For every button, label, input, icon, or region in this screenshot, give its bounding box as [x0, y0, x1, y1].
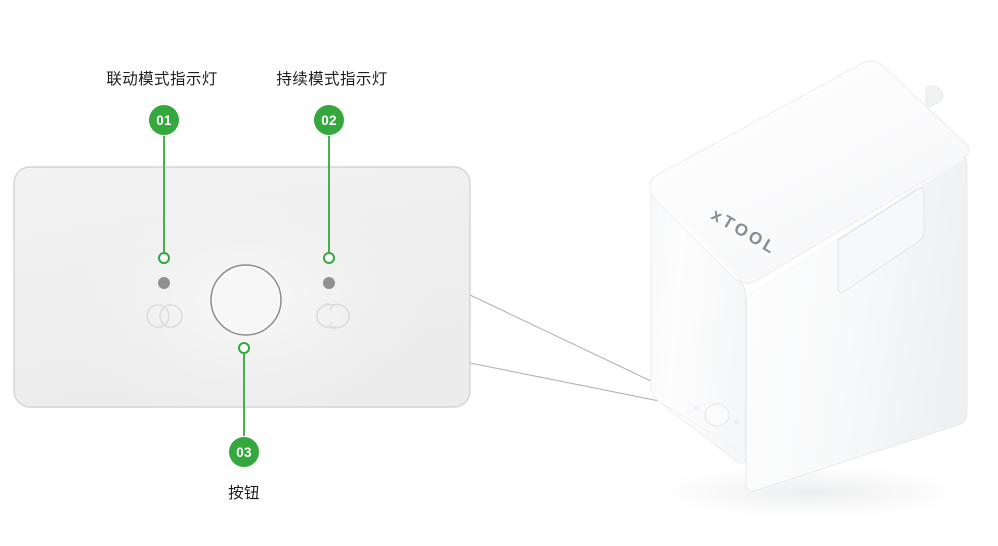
device-grip-recess [837, 187, 925, 293]
leader-endpoint-01 [158, 252, 170, 264]
device-grip-edge [837, 188, 919, 241]
device-lid-seam [650, 195, 741, 285]
device-top-nub [925, 85, 944, 110]
device-top-left-edge [650, 190, 739, 280]
callout-label-02: 持续模式指示灯 [276, 70, 388, 88]
loop-arrow-icon [316, 302, 350, 330]
device-led-right [734, 419, 740, 425]
xtool-device-photo: xTOOL [635, 60, 985, 522]
device-led-left [694, 405, 700, 411]
callout-label-03: 按钮 [228, 484, 260, 502]
panel-power-button[interactable] [210, 264, 282, 336]
control-panel-closeup [13, 166, 471, 408]
continuous-mode-led [323, 277, 335, 289]
device-bottom-edge [656, 399, 747, 488]
panel-power-button-sheen [212, 266, 280, 334]
callout-label-01: 联动模式指示灯 [106, 70, 218, 88]
leader-endpoint-02 [323, 252, 335, 264]
linkage-mode-led [158, 277, 170, 289]
device-top-face [649, 60, 970, 285]
leader-endpoint-03 [238, 342, 250, 354]
device-ground-shadow [635, 462, 985, 522]
callout-badge-03[interactable]: 03 [229, 437, 259, 467]
overlapping-circles-icon [146, 304, 183, 328]
callout-badge-02[interactable]: 02 [314, 105, 344, 135]
device-top-right-edge [745, 157, 964, 298]
device-power-button [704, 403, 730, 427]
device-power-button-group[interactable] [694, 403, 740, 427]
callout-leader-lines [158, 136, 335, 436]
callout-badge-01[interactable]: 01 [149, 105, 179, 135]
device-front-left-face [650, 189, 747, 464]
